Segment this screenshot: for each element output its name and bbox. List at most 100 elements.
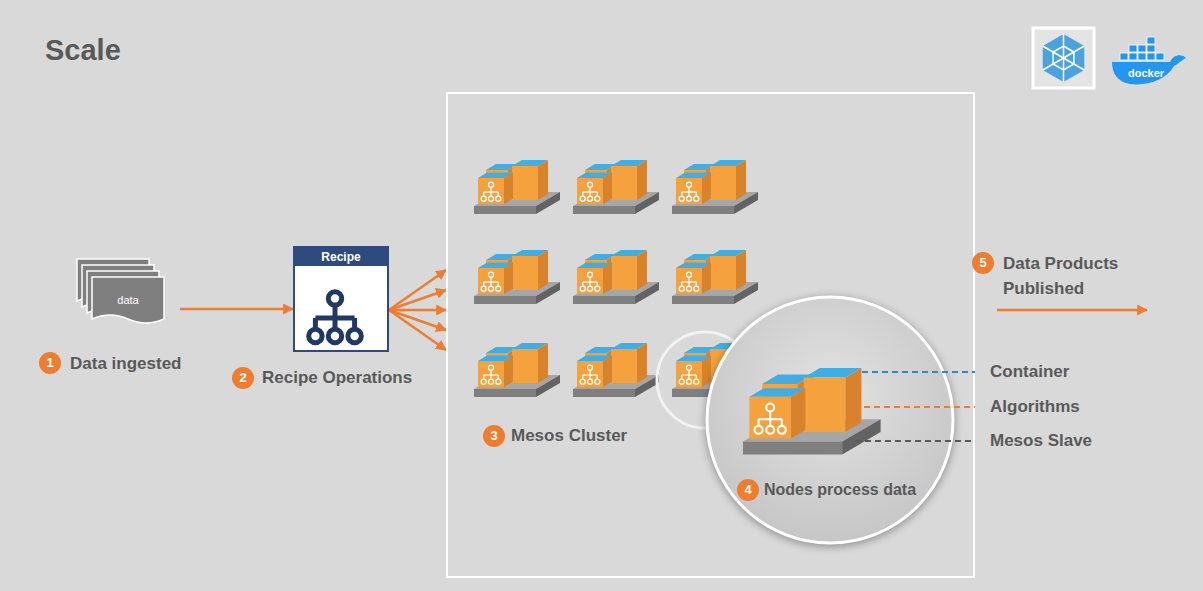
tree-leaf [687,286,692,291]
cube-front [710,256,736,290]
tree-root [588,272,593,277]
tree-leaf [489,196,494,201]
tree-icon [679,272,699,291]
part-label: Mesos Slave [990,431,1092,451]
tree-leaf [489,286,494,291]
cube-side [736,160,746,200]
mesos-node [474,160,560,214]
tree-leaf [595,196,600,201]
cube-side [603,263,612,294]
cube-side [845,368,861,432]
cube-front [611,166,637,200]
tree-leaf [595,379,600,384]
document-label: data [117,294,138,306]
tree-root [489,182,494,187]
mesos-node [474,250,560,304]
tree-leaf [481,196,486,201]
output-arrow [997,309,1147,312]
cube-front [577,178,603,204]
leader-line [864,406,975,408]
tree-leaf [348,329,361,342]
cube-front [804,378,846,432]
tree-root [328,292,341,305]
cube-side [603,356,612,387]
tree-icon [481,272,501,291]
tree-stem [769,412,771,420]
cube-side [603,173,612,204]
slab-front [672,296,734,304]
cube-side [791,388,805,438]
tree-leaf [766,426,774,434]
slab-front [474,296,536,304]
zoom-disc [707,297,953,543]
docker-container [1147,45,1155,52]
tree-leaf [588,379,593,384]
tree-leaf [595,286,600,291]
hex-inner [1053,46,1074,70]
tree-stem [490,187,491,192]
tree-leaf [496,196,501,201]
tree-leaf [489,379,494,384]
data-document: data [75,255,180,330]
tree-leaf [687,379,692,384]
node-shape [75,255,180,330]
cube-front [749,397,791,439]
docker-container [1147,53,1155,60]
tree-leaf [481,286,486,291]
mesos-node [474,343,560,397]
tree-leaf [588,286,593,291]
tree-leaf [309,329,322,342]
tree-leaf [679,379,684,384]
flow-arrow [180,308,293,311]
docker-container [1120,53,1128,60]
cube-side [538,250,548,290]
docker-container [1138,45,1146,52]
docker-whale [1112,55,1186,84]
mesos-node [672,250,758,304]
zoom-circle: Nodes process data [705,295,955,545]
cluster-frame: Nodes process dataMesos Cluster [446,92,975,578]
hex-logo [1043,34,1085,82]
mesos-node [573,250,659,304]
step-label: Data Products Published [1003,251,1143,301]
cube-front [478,361,504,387]
tree-root [489,365,494,370]
cube-side [702,263,711,294]
cube-side [637,343,647,383]
tree-leaf [679,196,684,201]
tree-root [687,365,692,370]
tree-leaf [580,196,585,201]
slab-front [573,206,635,214]
docker-container [1129,45,1137,52]
mesos-node [672,160,758,214]
tree-icon [755,404,786,434]
tree-icon [679,182,699,201]
tree-root [489,272,494,277]
tree-root [588,365,593,370]
cube-front [512,256,538,290]
tree-leaf [687,196,692,201]
callout-number: 3 [483,425,505,447]
cube-side [504,356,513,387]
tree-leaf [496,286,501,291]
cube-front [676,268,702,294]
step-label: Data ingested [70,354,181,374]
cube-front [577,268,603,294]
tree-leaf [481,379,486,384]
cube-front [611,256,637,290]
recipe-box: Recipe [293,246,389,352]
node-shape [705,295,955,545]
cube-front [512,166,538,200]
document-sheet [92,277,164,323]
cube-front [512,349,538,383]
tree-root [687,272,692,277]
mesos-node [573,343,659,397]
tree-leaf [755,426,763,434]
cube-front [611,349,637,383]
recipe-header: Recipe [295,248,387,266]
tree-leaf [328,329,341,342]
cube-side [538,160,548,200]
cube-side [637,250,647,290]
cube-front [478,178,504,204]
